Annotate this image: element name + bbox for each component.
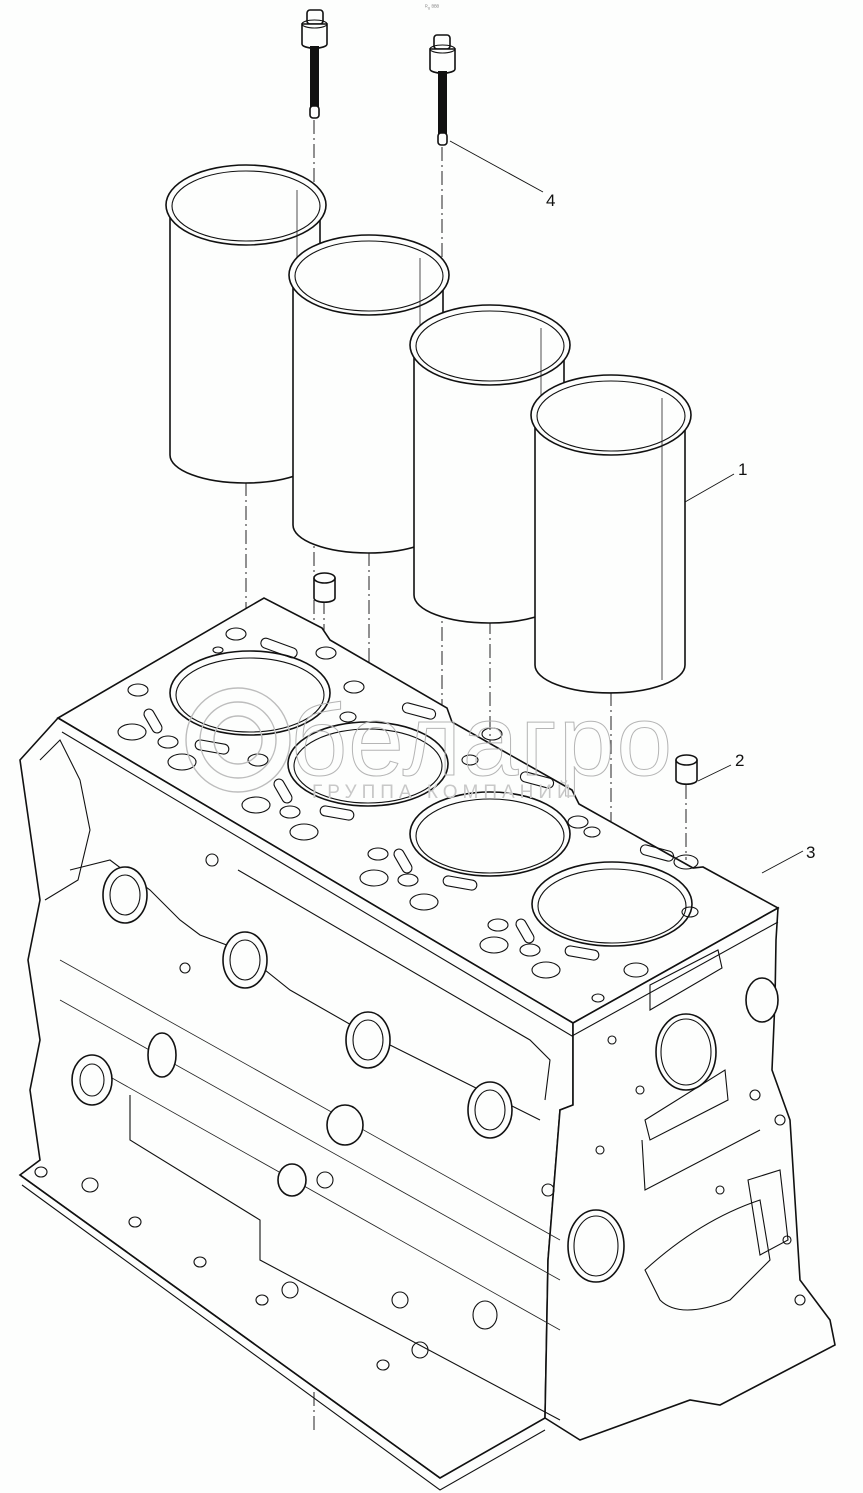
callout-2[interactable]: 2 [697,751,744,782]
callout-4-label: 4 [546,191,555,210]
watermark-subtitle: ГРУППА КОМПАНИЙ [312,781,576,803]
watermark-brand: белагро [290,685,674,797]
callout-1-label: 1 [738,460,747,479]
front-face-details [34,739,561,1421]
end-face-details [541,949,806,1311]
bolt-right[interactable] [429,34,456,146]
cylinder-bore-2 [287,721,449,807]
corner-mark: ᴿᵤ ᴮᴮᴮ [425,4,440,11]
cylinder-bore-4 [531,861,693,947]
callout-1[interactable]: 1 [684,460,747,503]
deck-holes [117,627,699,1003]
watermark: белагро ГРУППА КОМПАНИЙ [185,685,674,803]
dowel-sleeve-left[interactable] [313,572,336,603]
cylinder-block[interactable] [18,597,836,1491]
deck-slots [143,637,675,961]
callout-2-label: 2 [735,751,744,770]
cylinder-bore-1 [169,650,331,736]
cylinder-liner-3[interactable] [409,304,571,624]
dowel-sleeve-right[interactable] [675,754,698,785]
callout-4[interactable]: 4 [449,140,555,210]
cylinder-liner-2[interactable] [288,234,450,554]
bolt-left[interactable] [301,9,328,119]
callout-3-label: 3 [806,843,815,862]
cylinder-bore-3 [409,791,571,877]
callout-3[interactable]: 3 [761,843,815,874]
cylinder-liner-4[interactable] [530,374,692,694]
